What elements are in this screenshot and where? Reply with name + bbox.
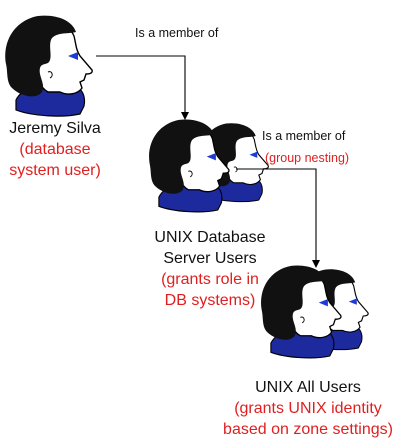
node-all-users-name: UNIX All Users [255, 379, 361, 396]
person-icon-jeremy [4, 14, 93, 117]
edge-note-group-nesting: (group nesting) [265, 151, 350, 165]
group-icon-db-users [148, 118, 269, 213]
node-db-users-name-line1: UNIX Database [154, 229, 266, 246]
node-db-users-note-line2: DB systems) [164, 292, 256, 309]
node-all-users-note-line2: based on zone settings) [223, 421, 393, 438]
node-db-users: UNIX Database Server Users (grants role … [136, 227, 284, 311]
edge-label-member-of-2: Is a member of [262, 129, 346, 143]
edge-arrow-jeremy-to-db-users [96, 55, 189, 120]
node-jeremy-name: Jeremy Silva [9, 120, 101, 137]
node-all-users-note-line1: (grants UNIX identity [234, 400, 382, 417]
node-jeremy: Jeremy Silva (database system user) [0, 118, 110, 181]
edge-arrow-db-users-to-all-users [236, 168, 320, 268]
node-jeremy-note-line2: system user) [9, 162, 101, 179]
node-all-users: UNIX All Users (grants UNIX identity bas… [216, 377, 400, 440]
node-db-users-note-line1: (grants role in [161, 271, 259, 288]
node-db-users-name-line2: Server Users [163, 250, 257, 267]
node-jeremy-note-line1: (database [19, 141, 91, 158]
edge-label-member-of-1: Is a member of [135, 26, 219, 40]
